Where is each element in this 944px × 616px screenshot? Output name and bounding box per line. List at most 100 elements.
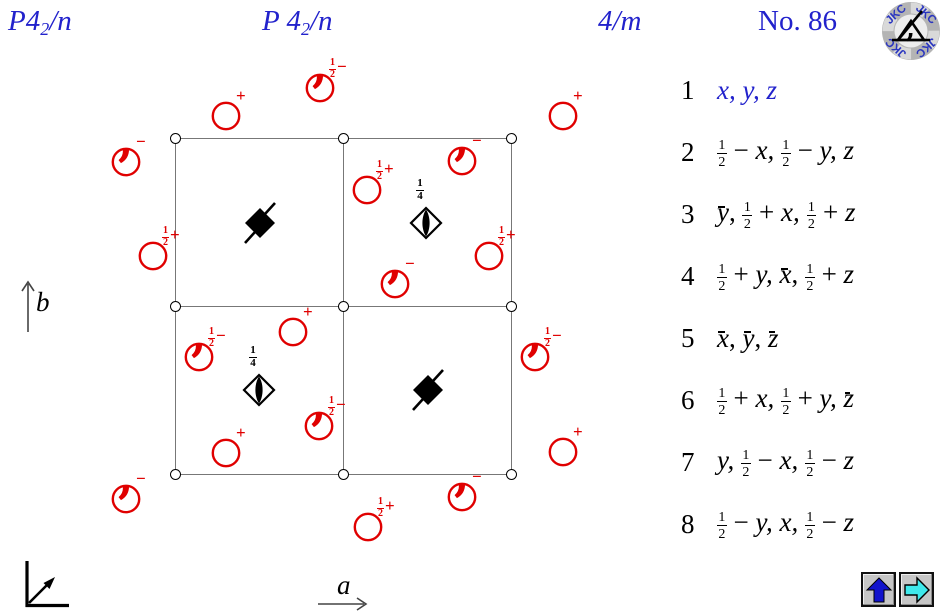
sign-label: + <box>303 302 313 321</box>
inversion-centre-node <box>505 300 517 312</box>
height-label: + <box>235 86 246 104</box>
general-position-comma-circle: ,− <box>109 116 146 179</box>
position-coordinates: x, y, z <box>717 74 777 105</box>
svg-text:,: , <box>454 480 469 502</box>
space-group-symbol-short: P42/n <box>8 5 72 40</box>
up-arrow-icon <box>865 576 892 602</box>
position-number: 4 <box>681 260 695 291</box>
position-coordinates: x, y, z <box>717 322 779 353</box>
sign-label: + <box>236 86 246 105</box>
fourbar-inversion-axis-symbol <box>235 366 283 414</box>
fourbar-inversion-axis-symbol <box>402 199 450 247</box>
svg-text:,: , <box>387 267 402 289</box>
position-number: 1 <box>681 74 695 105</box>
svg-text:,: , <box>312 71 327 93</box>
position-number: 8 <box>681 508 695 539</box>
symbol-subscript: 2 <box>300 19 310 40</box>
general-position-comma-circle: ,− <box>109 453 146 516</box>
fourtwo-screw-axis-symbol <box>236 199 284 247</box>
inversion-centre-node <box>337 468 349 480</box>
sign-label: + <box>385 496 395 515</box>
nav-right-button[interactable] <box>899 572 934 607</box>
height-label: + <box>572 86 583 104</box>
sign-label: + <box>170 225 180 244</box>
sign-label: − <box>552 326 562 345</box>
nav-up-button[interactable] <box>861 572 896 607</box>
a-axis-arrow <box>318 597 368 611</box>
sign-label: − <box>472 467 482 486</box>
svg-text:,: , <box>118 482 133 504</box>
origin-corner-arrow <box>25 561 69 608</box>
sign-label: − <box>472 131 482 150</box>
sign-label: + <box>573 86 583 105</box>
position-row-1: 1 x, y, z <box>681 68 777 112</box>
sign-label: + <box>573 422 583 441</box>
jkc-logo-icon: JKC JKC JKC JKC , <box>882 2 940 60</box>
b-axis-arrow <box>21 280 35 332</box>
sign-label: + <box>506 225 516 244</box>
symbol-post: /n <box>309 5 333 37</box>
general-position-circle: + <box>276 303 313 349</box>
general-position-comma-circle: ,− <box>445 115 482 178</box>
inversion-centre-node <box>169 300 181 312</box>
symbol-pre: P 4 <box>262 5 301 37</box>
general-position-comma-circle: ,− <box>445 451 482 514</box>
general-position-circle: + <box>546 423 583 469</box>
sign-label: − <box>336 395 346 414</box>
symbol-subscript: 2 <box>40 19 50 40</box>
point-group-label: 4/m <box>598 5 642 37</box>
position-number: 3 <box>681 198 695 229</box>
logo-ring-segments <box>882 2 940 60</box>
height-label: + <box>235 423 246 441</box>
symbol-pre: P4 <box>8 5 41 37</box>
inversion-centre-node <box>505 468 517 480</box>
sign-label: − <box>136 469 146 488</box>
space-group-number: No. 86 <box>758 5 837 37</box>
fourtwo-screw-axis-symbol <box>404 366 452 414</box>
general-position-comma-circle: ,12− <box>182 311 226 374</box>
space-group-symbol-full: P 42/n <box>262 5 333 40</box>
general-position-circle: + <box>209 87 246 133</box>
inversion-centre-node <box>337 132 349 144</box>
general-position-comma-circle: ,− <box>378 238 415 301</box>
height-label: + <box>572 422 583 440</box>
sign-label: − <box>337 57 347 76</box>
height-label: − <box>471 467 482 485</box>
height-label: − <box>135 469 146 487</box>
sign-label: − <box>405 254 415 273</box>
right-arrow-icon <box>903 575 930 604</box>
